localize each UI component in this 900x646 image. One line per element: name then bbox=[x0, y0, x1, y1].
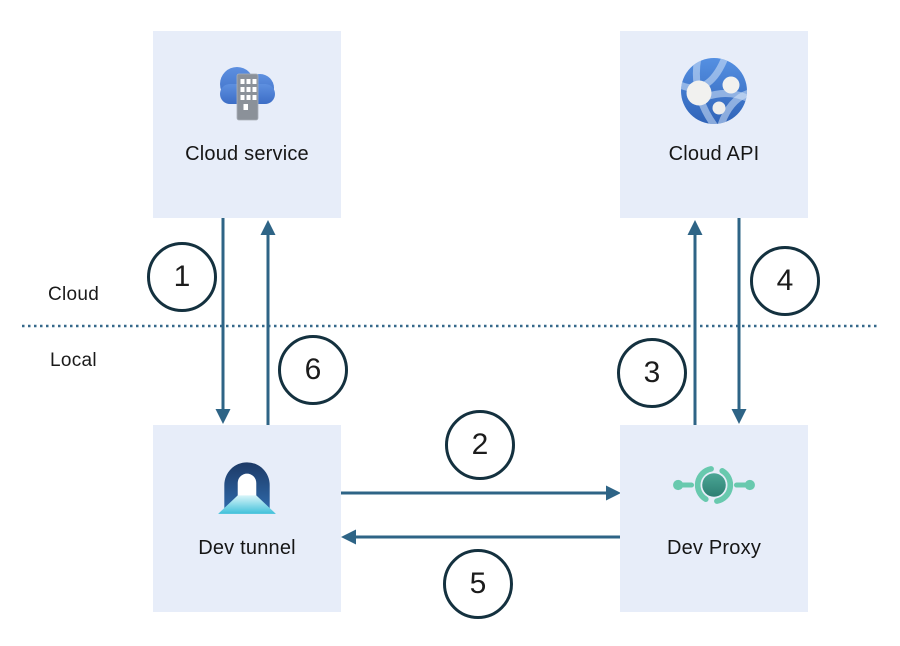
step-badge-3: 3 bbox=[617, 338, 687, 408]
cloud-api-icon bbox=[678, 53, 750, 129]
node-dev-tunnel: Dev tunnel bbox=[153, 425, 341, 612]
node-label-cloud-api: Cloud API bbox=[668, 143, 760, 165]
step-badge-1: 1 bbox=[147, 242, 217, 312]
dev-proxy-icon bbox=[671, 447, 757, 523]
node-cloud-service: Cloud service bbox=[153, 31, 341, 218]
node-cloud-api: Cloud API bbox=[620, 31, 808, 218]
arrow-step-5-dev-proxy-to-dev-tunnel bbox=[341, 529, 620, 545]
arrow-step-1-cloud-service-to-dev-tunnel bbox=[215, 218, 231, 424]
arrow-step-4-cloud-api-to-dev-proxy bbox=[731, 218, 747, 424]
dev-tunnel-icon bbox=[214, 447, 280, 523]
node-label-cloud-service: Cloud service bbox=[185, 143, 309, 165]
step-badge-2: 2 bbox=[445, 410, 515, 480]
node-dev-proxy: Dev Proxy bbox=[620, 425, 808, 612]
zone-label-local: Local bbox=[50, 350, 97, 371]
step-badge-4: 4 bbox=[750, 246, 820, 316]
node-label-dev-tunnel: Dev tunnel bbox=[198, 537, 296, 559]
arrow-step-3-dev-proxy-to-cloud-api bbox=[687, 220, 703, 425]
zone-label-cloud: Cloud bbox=[48, 284, 100, 305]
step-badge-6: 6 bbox=[278, 335, 348, 405]
step-badge-5: 5 bbox=[443, 549, 513, 619]
cloud-service-icon bbox=[209, 53, 285, 129]
arrow-step-6-dev-tunnel-to-cloud-service bbox=[260, 220, 276, 425]
node-label-dev-proxy: Dev Proxy bbox=[666, 537, 762, 559]
arrow-step-2-dev-tunnel-to-dev-proxy bbox=[341, 485, 621, 501]
